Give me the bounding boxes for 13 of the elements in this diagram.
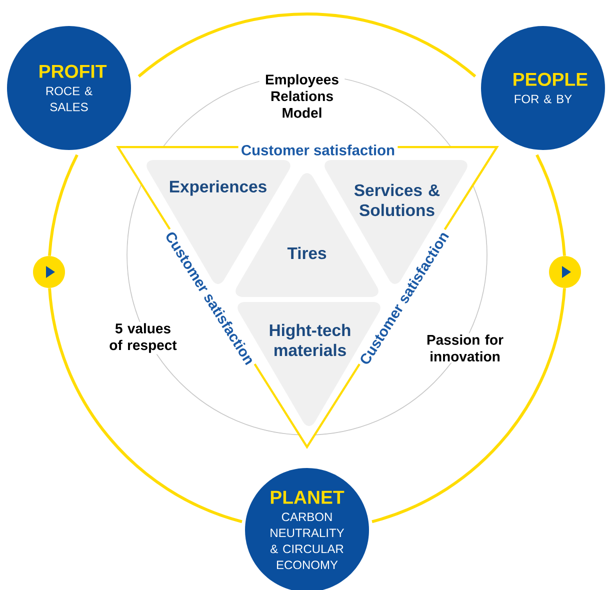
arc-connector <box>372 288 566 524</box>
arc-connector <box>48 288 242 524</box>
text-label: Passion for innovation <box>418 333 512 363</box>
play-button <box>33 256 65 288</box>
circle-node: PEOPLE FOR & BY <box>481 26 605 150</box>
text-label: 5 values of respect <box>102 322 184 354</box>
arc-connector <box>138 12 476 78</box>
text-label: Employees Relations Model <box>259 72 345 120</box>
side-label: Customer satisfaction <box>238 142 398 158</box>
circle-node: PROFIT ROCE & SALES <box>7 26 131 150</box>
play-button <box>549 256 581 288</box>
arc-connector <box>536 154 566 256</box>
arc-connector <box>48 154 78 256</box>
